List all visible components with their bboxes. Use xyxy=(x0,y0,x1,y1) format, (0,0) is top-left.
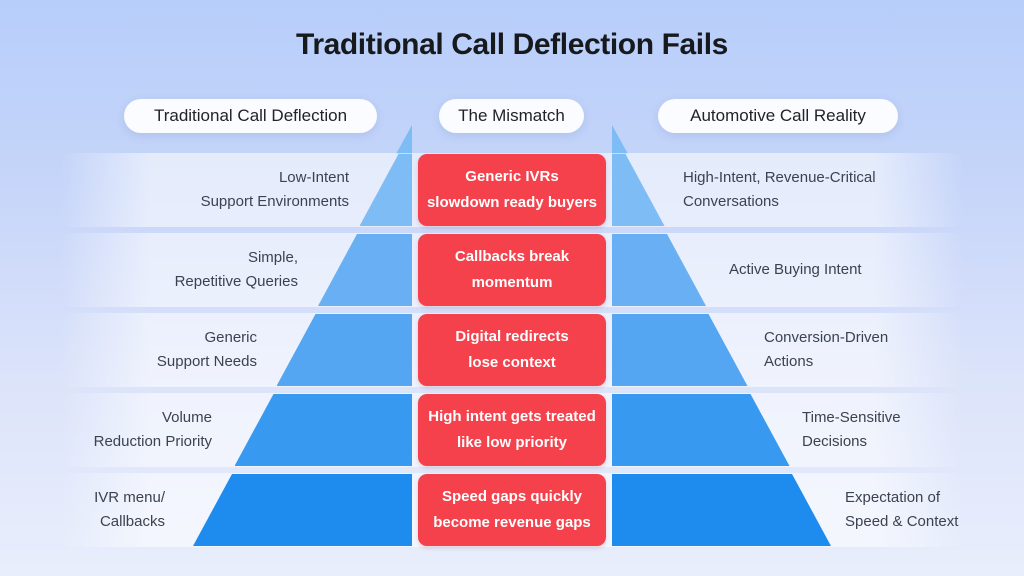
right-label-line: Actions xyxy=(764,353,814,370)
mismatch-card-line: slowdown ready buyers xyxy=(426,194,598,211)
column-header-label: The Mismatch xyxy=(458,106,565,125)
right-label-line: Expectation of xyxy=(845,489,941,506)
left-label: IVR menu/Callbacks xyxy=(94,474,165,546)
left-label-line: Volume xyxy=(161,409,212,426)
left-label-line: Generic xyxy=(204,329,257,346)
left-label-line: Support Needs xyxy=(156,353,257,370)
mismatch-card-line: Callbacks break xyxy=(454,248,570,265)
column-header-label: Automotive Call Reality xyxy=(690,106,866,125)
right-label-line: Conversations xyxy=(683,193,779,210)
pyramid-apex-right xyxy=(612,125,628,154)
right-label-line: Time-Sensitive xyxy=(802,409,901,426)
left-label-line: Low-Intent xyxy=(278,169,349,186)
column-header-automotive-call-reality: Automotive Call Reality xyxy=(658,99,898,133)
left-label: Simple, Repetitive Queries xyxy=(175,234,298,306)
right-label: Expectation of Speed & Context xyxy=(845,474,958,546)
right-label-line: Conversion-Driven xyxy=(764,329,889,346)
mismatch-card-line: Speed gaps quickly xyxy=(441,488,583,505)
right-label-line: High-Intent, Revenue-Critical xyxy=(683,169,876,186)
mismatch-card: Digital redirects lose context xyxy=(418,314,606,386)
mismatch-card-line: like low priority xyxy=(456,434,568,451)
mismatch-card: Speed gaps quickly become revenue gaps xyxy=(418,474,606,546)
left-label-line: Repetitive Queries xyxy=(174,273,298,290)
right-label-line: Speed & Context xyxy=(845,513,959,530)
mismatch-card: High intent gets treated like low priorit… xyxy=(418,394,606,466)
mismatch-card: Generic IVRs slowdown ready buyers xyxy=(418,154,606,226)
mismatch-card: Callbacks break momentum xyxy=(418,234,606,306)
page-title: Traditional Call Deflection Fails xyxy=(296,28,728,61)
mismatch-card-line: Digital redirects xyxy=(455,328,569,345)
left-label-line: Simple, xyxy=(247,249,298,266)
mismatch-card-line: High intent gets treated xyxy=(428,408,596,425)
mismatch-card-line: become revenue gaps xyxy=(433,514,591,531)
left-label-line: Support Environments xyxy=(200,193,349,210)
mismatch-card-line: lose context xyxy=(468,354,556,371)
column-header-label: Traditional Call Deflection xyxy=(153,106,348,125)
right-label-line: Active Buying Intent xyxy=(729,261,862,278)
left-label-line: Reduction Priority xyxy=(93,433,212,450)
mismatch-card-line: momentum xyxy=(471,274,553,291)
left-label-line: IVR menu/ xyxy=(94,489,165,506)
pyramid-apex-left xyxy=(396,125,412,154)
right-label-line: Decisions xyxy=(802,433,868,450)
pyramid-left-tier xyxy=(193,474,412,546)
left-label-line: Callbacks xyxy=(99,513,165,530)
pyramid-right-tier xyxy=(612,474,831,546)
column-header-the-mismatch: The Mismatch xyxy=(439,99,584,133)
right-label: Active Buying Intent xyxy=(729,234,862,306)
column-header-traditional-call-deflection: Traditional Call Deflection xyxy=(124,99,377,133)
mismatch-card-line: Generic IVRs xyxy=(465,168,559,185)
